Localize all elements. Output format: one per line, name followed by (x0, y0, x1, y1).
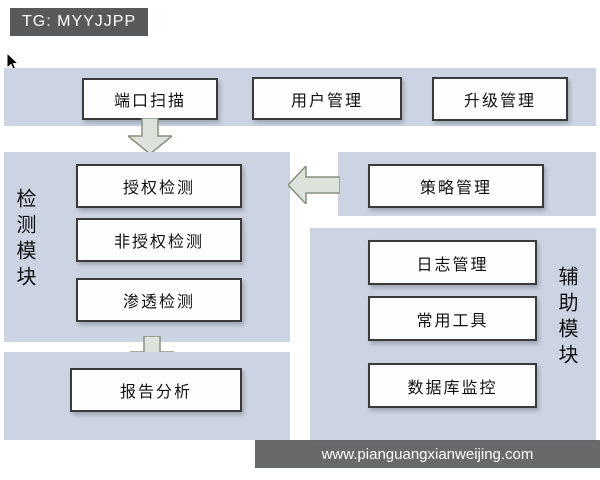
node-upgrade-management: 升级管理 (432, 77, 568, 121)
left-arrow-icon (286, 164, 341, 209)
node-log-management: 日志管理 (368, 240, 537, 285)
node-penetration-detection: 渗透检测 (76, 278, 242, 322)
node-database-monitoring: 数据库监控 (368, 363, 537, 408)
down-arrow-icon (125, 117, 175, 159)
node-user-management: 用户管理 (252, 77, 402, 120)
node-authorized-detection: 授权检测 (76, 164, 242, 208)
site-watermark-bar: www.pianguangxianweijing.com (255, 440, 600, 468)
node-port-scan: 端口扫描 (82, 78, 218, 120)
tg-watermark-badge: TG: MYYJJPP (10, 8, 149, 36)
node-report-analysis: 报告分析 (70, 368, 242, 412)
auxiliary-module-title: 辅助模块 (555, 266, 577, 370)
node-strategy-management: 策略管理 (368, 164, 544, 208)
node-common-tools: 常用工具 (368, 296, 537, 341)
node-unauthorized-detection: 非授权检测 (76, 218, 242, 262)
detection-module-title: 检测模块 (13, 188, 35, 292)
